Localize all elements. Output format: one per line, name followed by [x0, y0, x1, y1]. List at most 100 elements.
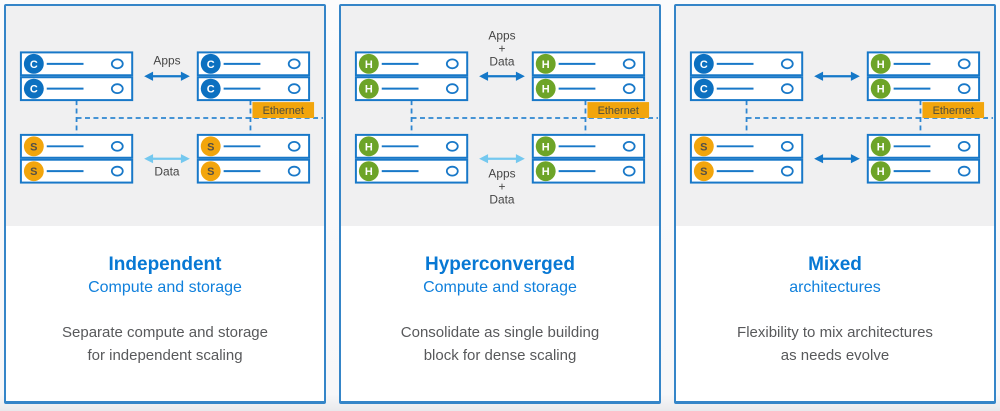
server-type-badge: H — [358, 53, 379, 74]
server-type-badge: C — [693, 78, 714, 99]
ethernet-badge: Ethernet — [922, 102, 985, 118]
server-type-badge: H — [870, 78, 891, 99]
svg-text:H: H — [542, 84, 550, 96]
hyperconverged-architecture-diagram: H H — [354, 28, 659, 207]
svg-text:C: C — [207, 59, 215, 71]
server-type-badge: H — [870, 136, 891, 157]
svg-text:H: H — [542, 141, 550, 153]
independent-architecture-diagram: C C — [19, 51, 324, 184]
apps-arrow-label: Apps — [153, 53, 180, 67]
svg-text:H: H — [877, 141, 885, 153]
server-type-badge: C — [23, 78, 44, 99]
server: S — [196, 133, 311, 159]
double-arrow — [814, 154, 860, 164]
server: H — [354, 76, 469, 102]
description-line: Consolidate as single building — [400, 324, 600, 341]
hyperconverged-diagram-area: H H — [341, 6, 659, 226]
server-type-badge: S — [200, 136, 221, 157]
svg-text:C: C — [700, 59, 708, 71]
svg-text:H: H — [365, 84, 373, 96]
panel-title: Mixed — [808, 254, 862, 275]
svg-text:S: S — [30, 166, 37, 178]
apps-data-double-arrow — [479, 71, 525, 81]
double-arrow — [814, 71, 860, 81]
server: C — [689, 76, 804, 102]
server: C — [196, 51, 311, 77]
svg-text:S: S — [700, 166, 707, 178]
panel-mixed: C C — [674, 4, 996, 404]
server-type-badge: S — [23, 136, 44, 157]
server-type-badge: S — [693, 136, 714, 157]
panel-title: Independent — [108, 254, 222, 275]
svg-text:S: S — [30, 141, 37, 153]
server-type-badge: C — [23, 53, 44, 74]
svg-text:+: + — [499, 180, 506, 194]
description-line: for independent scaling — [87, 346, 243, 364]
svg-text:S: S — [700, 141, 707, 153]
panel-subtitle: architectures — [789, 279, 881, 296]
description-line: Separate compute and storage — [62, 324, 268, 341]
svg-text:Apps: Apps — [488, 28, 515, 42]
server: C — [19, 51, 134, 77]
apps-data-arrow-label: Apps + Data — [488, 167, 515, 207]
server-type-badge: S — [693, 161, 714, 182]
independent-description-area: Independent Compute and storage Separate… — [6, 226, 324, 401]
server-type-badge: H — [535, 78, 556, 99]
svg-text:Ethernet: Ethernet — [933, 105, 974, 117]
server-type-badge: H — [358, 78, 379, 99]
server: H — [354, 133, 469, 159]
server-type-badge: C — [693, 53, 714, 74]
server: C — [196, 76, 311, 102]
description-line: Flexibility to mix architectures — [737, 324, 933, 341]
svg-text:C: C — [30, 59, 38, 71]
ethernet-badge: Ethernet — [252, 102, 315, 118]
mixed-diagram-area: C C — [676, 6, 994, 226]
independent-diagram-area: C C — [6, 6, 324, 226]
svg-text:S: S — [207, 141, 214, 153]
server-type-badge: H — [535, 53, 556, 74]
server: S — [19, 158, 134, 184]
description-line: block for dense scaling — [423, 346, 577, 364]
server: H — [866, 133, 981, 159]
server-type-badge: C — [200, 53, 221, 74]
server-type-badge: H — [358, 161, 379, 182]
server: H — [354, 158, 469, 184]
server: H — [531, 51, 646, 77]
server: H — [866, 51, 981, 77]
hyperconverged-description-area: Hyperconverged Compute and storage Conso… — [341, 226, 659, 401]
svg-text:S: S — [207, 166, 214, 178]
svg-text:H: H — [542, 59, 550, 71]
panel-hyperconverged: H H — [339, 4, 661, 404]
svg-text:C: C — [207, 84, 215, 96]
server: S — [689, 133, 804, 159]
svg-text:Data: Data — [489, 54, 515, 68]
server: C — [689, 51, 804, 77]
panel-subtitle: Compute and storage — [423, 279, 577, 296]
server: H — [531, 76, 646, 102]
mixed-architecture-diagram: C C — [689, 51, 994, 184]
server-type-badge: H — [535, 161, 556, 182]
svg-text:C: C — [700, 84, 708, 96]
svg-text:H: H — [542, 166, 550, 178]
svg-text:H: H — [365, 141, 373, 153]
server-type-badge: H — [358, 136, 379, 157]
server: H — [531, 158, 646, 184]
server-type-badge: S — [23, 161, 44, 182]
svg-text:Data: Data — [489, 192, 515, 206]
server: H — [354, 51, 469, 77]
server-type-badge: H — [870, 53, 891, 74]
description-line: as needs evolve — [780, 346, 890, 364]
svg-text:Ethernet: Ethernet — [598, 105, 639, 117]
panel-description: Separate compute and storage for indepen… — [6, 322, 324, 367]
svg-text:H: H — [877, 166, 885, 178]
mixed-description-area: Mixed architectures Flexibility to mix a… — [676, 226, 994, 401]
server: H — [866, 76, 981, 102]
server: S — [19, 133, 134, 159]
server: C — [19, 76, 134, 102]
panel-title: Hyperconverged — [425, 254, 575, 275]
ethernet-badge: Ethernet — [587, 102, 650, 118]
server: S — [196, 158, 311, 184]
svg-text:H: H — [365, 166, 373, 178]
data-arrow-label: Data — [154, 165, 180, 179]
